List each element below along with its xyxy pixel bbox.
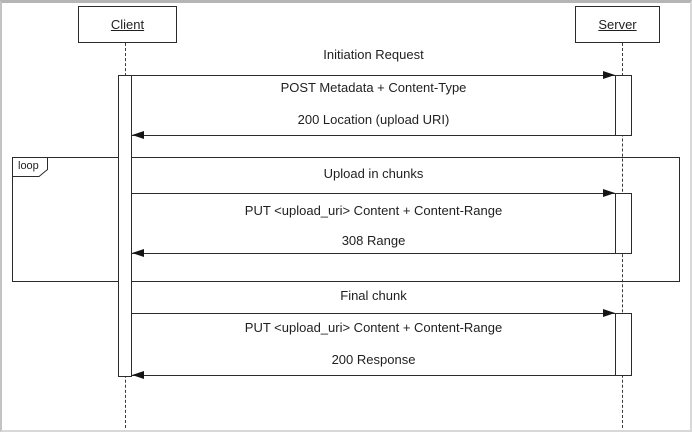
arrowhead-left-icon <box>132 249 144 257</box>
server-activation-bar-loop <box>615 193 632 254</box>
put-final-message-label: PUT <upload_uri> Content + Content-Range <box>244 320 503 335</box>
arrowhead-right-icon <box>603 309 615 317</box>
put-final-message-line <box>132 313 615 314</box>
loop-frame: loop <box>12 157 680 282</box>
initiation-section-title: Initiation Request <box>323 47 424 62</box>
arrowhead-left-icon <box>132 131 144 139</box>
loop-frame-pentagon <box>12 157 48 177</box>
loop-section-title: Upload in chunks <box>323 166 424 181</box>
put-chunk-message-line <box>132 193 615 194</box>
final-section-title: Final chunk <box>340 288 407 303</box>
server-actor-label: Server <box>598 17 637 32</box>
client-actor-label: Client <box>110 17 145 32</box>
server-activation-bar-initiation <box>615 75 632 136</box>
loop-frame-label: loop <box>18 160 39 172</box>
range-response-line <box>132 253 615 254</box>
post-metadata-message-line <box>132 75 615 76</box>
range-response-label: 308 Range <box>341 233 406 248</box>
arrowhead-left-icon <box>132 371 144 379</box>
location-response-label: 200 Location (upload URI) <box>297 112 450 127</box>
client-activation-bar <box>118 75 132 377</box>
server-activation-bar-final <box>615 313 632 376</box>
put-chunk-message-label: PUT <upload_uri> Content + Content-Range <box>244 203 503 218</box>
arrowhead-right-icon <box>603 71 615 79</box>
server-actor-box: Server <box>575 6 660 43</box>
final-response-line <box>132 375 615 376</box>
arrowhead-right-icon <box>603 189 615 197</box>
client-actor-box: Client <box>78 6 177 43</box>
final-response-label: 200 Response <box>331 352 416 367</box>
location-response-line <box>132 135 615 136</box>
post-metadata-message-label: POST Metadata + Content-Type <box>280 80 467 95</box>
